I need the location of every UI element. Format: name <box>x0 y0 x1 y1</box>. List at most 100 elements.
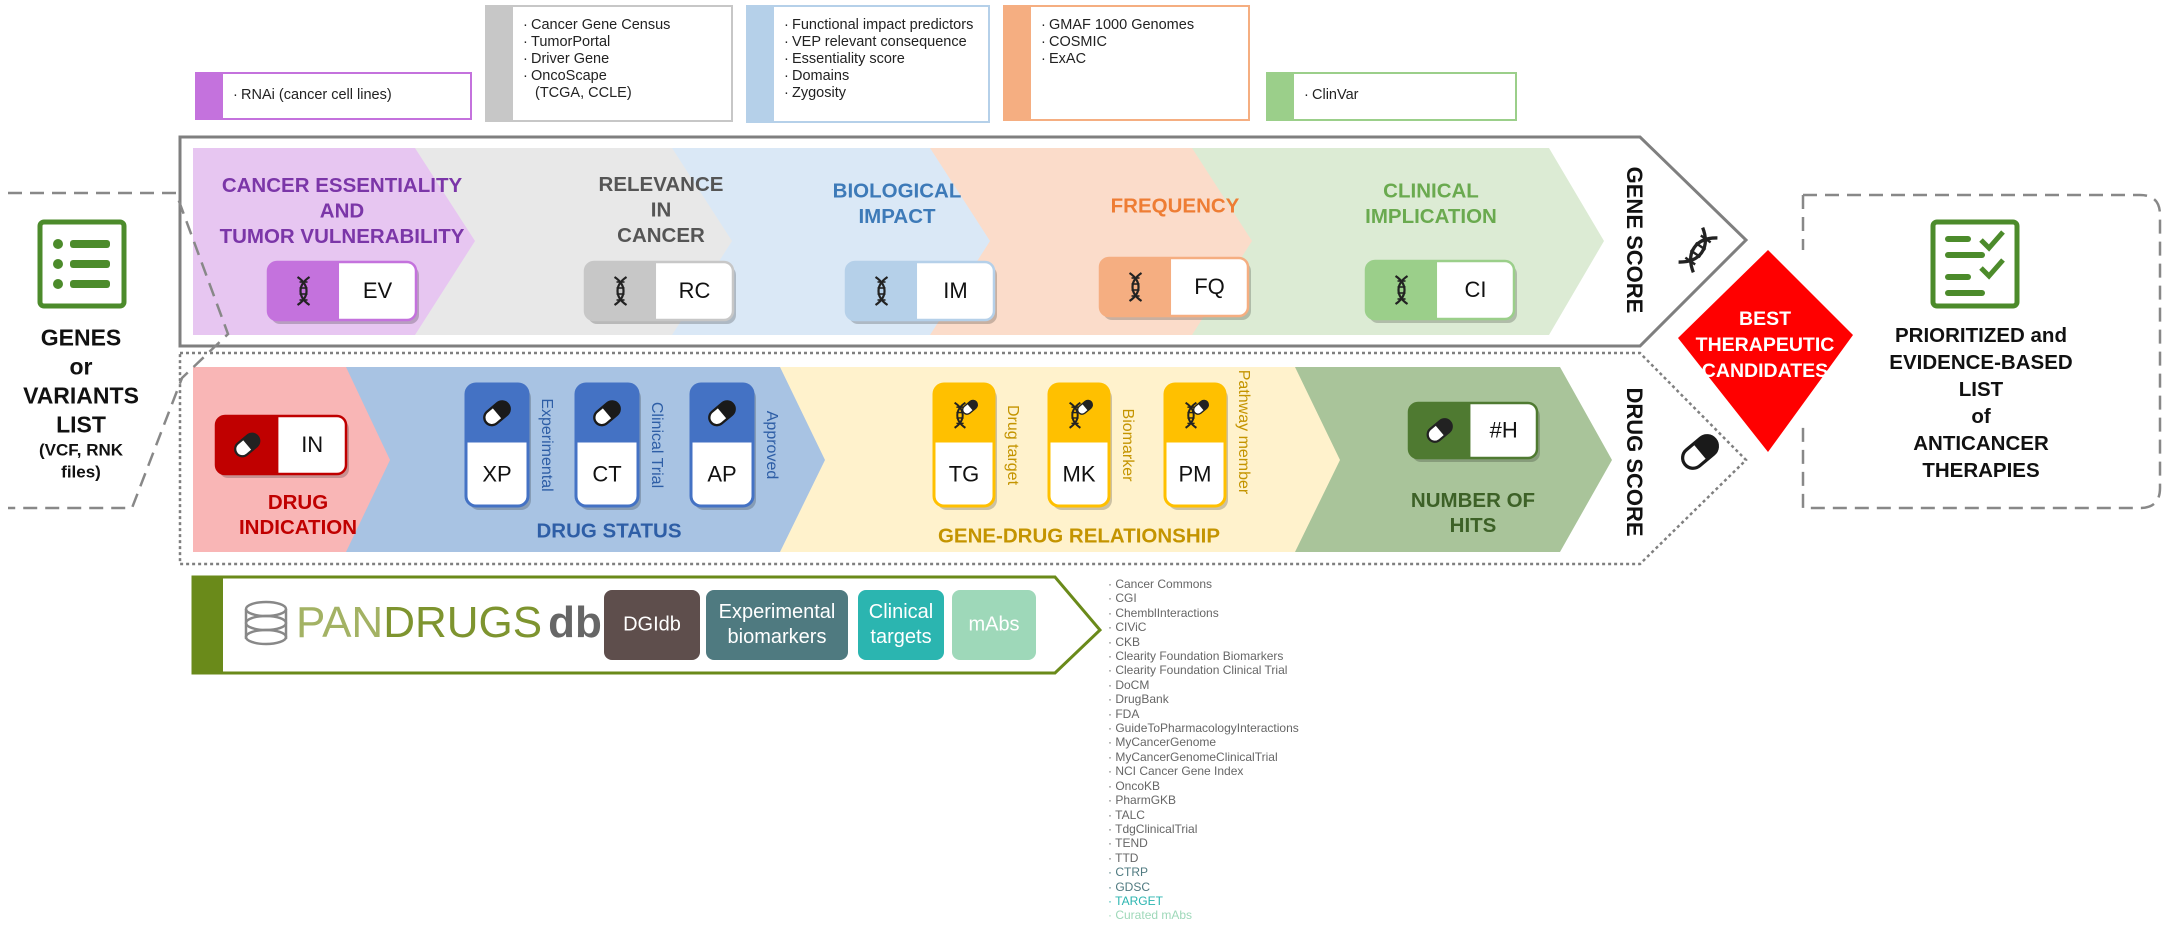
input-subtitle: (VCF, RNK <box>39 440 124 459</box>
hits-title: NUMBER OF <box>1411 489 1535 512</box>
badge-ap: AP <box>689 382 756 510</box>
database-list-item: · OncoKB <box>1108 779 1299 793</box>
output-title: of <box>1971 405 1991 428</box>
source-item: (TCGA, CCLE) <box>535 85 632 101</box>
dna-icon <box>954 401 966 429</box>
checklist-icon <box>1930 219 2020 309</box>
database-name: MyCancerGenomeClinicalTrial <box>1115 749 1278 764</box>
database-list-item: · TTD <box>1108 851 1299 865</box>
gene-category-title: IMPLICATION <box>1365 205 1497 228</box>
bullet: · <box>1108 749 1116 764</box>
database-name: TALC <box>1115 807 1145 822</box>
gene-drug-title: GENE-DRUG RELATIONSHIP <box>938 524 1220 547</box>
database-name: CTRP <box>1115 865 1149 880</box>
badge-label: IM <box>943 278 967 303</box>
badge-rc: RC <box>583 260 736 324</box>
source-box-ev: RNAi (cancer cell lines) <box>195 72 472 120</box>
badge-label: AP <box>707 461 736 486</box>
pill-icon <box>961 399 979 415</box>
badge-label: PM <box>1179 461 1212 486</box>
badge-im: IM <box>844 260 997 324</box>
best-candidates-text: CANDIDATES <box>1702 360 1828 382</box>
database-list-item: · GuideToPharmacologyInteractions <box>1108 721 1299 735</box>
hits-title: HITS <box>1450 514 1497 537</box>
pill-icon <box>1426 418 1453 443</box>
bullet: · <box>1108 908 1116 923</box>
pandrugs-source-label: targets <box>870 626 931 648</box>
source-item: OncoScape <box>523 68 721 85</box>
dna-icon <box>613 276 628 306</box>
database-icon <box>244 600 288 646</box>
database-name: DoCM <box>1115 677 1150 692</box>
badge-ci: CI <box>1364 259 1517 323</box>
source-box-im: Functional impact predictorsVEP relevant… <box>746 5 990 123</box>
bullet: · <box>1108 692 1116 707</box>
pandrugs-source-label: biomarkers <box>728 626 827 648</box>
database-list-item: · MyCancerGenome <box>1108 735 1299 749</box>
database-name: TTD <box>1115 850 1139 865</box>
pill-icon <box>234 432 261 458</box>
source-box-fq: GMAF 1000 GenomesCOSMICExAC <box>1003 5 1250 121</box>
database-list-item: · TEND <box>1108 836 1299 850</box>
output-title: EVIDENCE-BASED <box>1889 351 2072 374</box>
bullet: · <box>1108 836 1116 851</box>
best-candidates-text: THERAPEUTIC <box>1696 334 1835 356</box>
input-title: LIST <box>56 412 106 438</box>
dna-icon <box>1678 227 1718 273</box>
database-list-item: · CTRP <box>1108 865 1299 879</box>
gene-drug-item-label: Drug target <box>1004 405 1021 486</box>
bullet: · <box>1108 793 1116 808</box>
database-list-item: · ChemblInteractions <box>1108 606 1299 620</box>
dna-icon <box>1185 401 1197 429</box>
drug-indication-title: INDICATION <box>239 516 357 539</box>
gene-category-title: AND <box>320 199 364 222</box>
database-list-item: · GDSC <box>1108 880 1299 894</box>
database-name: CGI <box>1115 591 1137 606</box>
badge-label: CI <box>1465 277 1487 302</box>
pandrugs-source-label: Experimental <box>719 601 836 623</box>
database-name: NCI Cancer Gene Index <box>1115 764 1244 779</box>
dna-icon <box>296 276 311 306</box>
database-name: TARGET <box>1115 893 1163 908</box>
dna-icon <box>874 276 889 306</box>
bullet: · <box>1108 721 1116 736</box>
gene-drug-item-label: Pathway member <box>1235 370 1252 495</box>
list-icon <box>37 219 127 309</box>
database-name: CKB <box>1115 634 1141 649</box>
bullet: · <box>1108 649 1116 664</box>
database-name: Cancer Commons <box>1115 577 1213 591</box>
source-item: COSMIC <box>1041 34 1238 51</box>
source-list: ClinVar <box>1268 74 1515 104</box>
badge-label: XP <box>482 461 511 486</box>
database-list-item: · Curated mAbs <box>1108 908 1299 922</box>
drug-status-item-label: Approved <box>763 411 780 480</box>
badge-in: IN <box>214 414 349 478</box>
database-list-item: · DoCM <box>1108 678 1299 692</box>
badge-hh: #H <box>1407 401 1540 462</box>
bullet: · <box>1108 577 1116 591</box>
drug-status-title: DRUG STATUS <box>536 519 681 542</box>
source-item: VEP relevant consequence <box>784 34 978 51</box>
pill-icon <box>1192 399 1210 415</box>
source-box-ci: ClinVar <box>1266 72 1517 121</box>
pandrugs-source-label: mAbs <box>968 613 1019 635</box>
pandrugs-source-label: Clinical <box>869 601 933 623</box>
pandrugs-bar-stripe <box>193 577 223 673</box>
source-item: Functional impact predictors <box>784 17 978 34</box>
database-name: Clearity Foundation Biomarkers <box>1115 649 1284 664</box>
gene-category-title: CANCER ESSENTIALITY <box>222 174 463 197</box>
pandrugs-source-button <box>858 590 944 660</box>
gene-category-title: CANCER <box>617 224 705 247</box>
source-item: GMAF 1000 Genomes <box>1041 17 1238 34</box>
source-box-color-bar <box>487 7 513 120</box>
source-item: Essentiality score <box>784 51 978 68</box>
badge-ev: EV <box>266 260 419 324</box>
source-list: Cancer Gene CensusTumorPortalDriver Gene… <box>487 7 731 102</box>
badge-label: TG <box>949 461 980 486</box>
gene-category-title: TUMOR VULNERABILITY <box>220 225 465 248</box>
database-name: GuideToPharmacologyInteractions <box>1115 721 1299 736</box>
bullet: · <box>1108 735 1116 750</box>
gene-category-title: FREQUENCY <box>1111 194 1240 217</box>
input-title: VARIANTS <box>23 383 139 409</box>
badge-xp: XP <box>464 382 531 510</box>
